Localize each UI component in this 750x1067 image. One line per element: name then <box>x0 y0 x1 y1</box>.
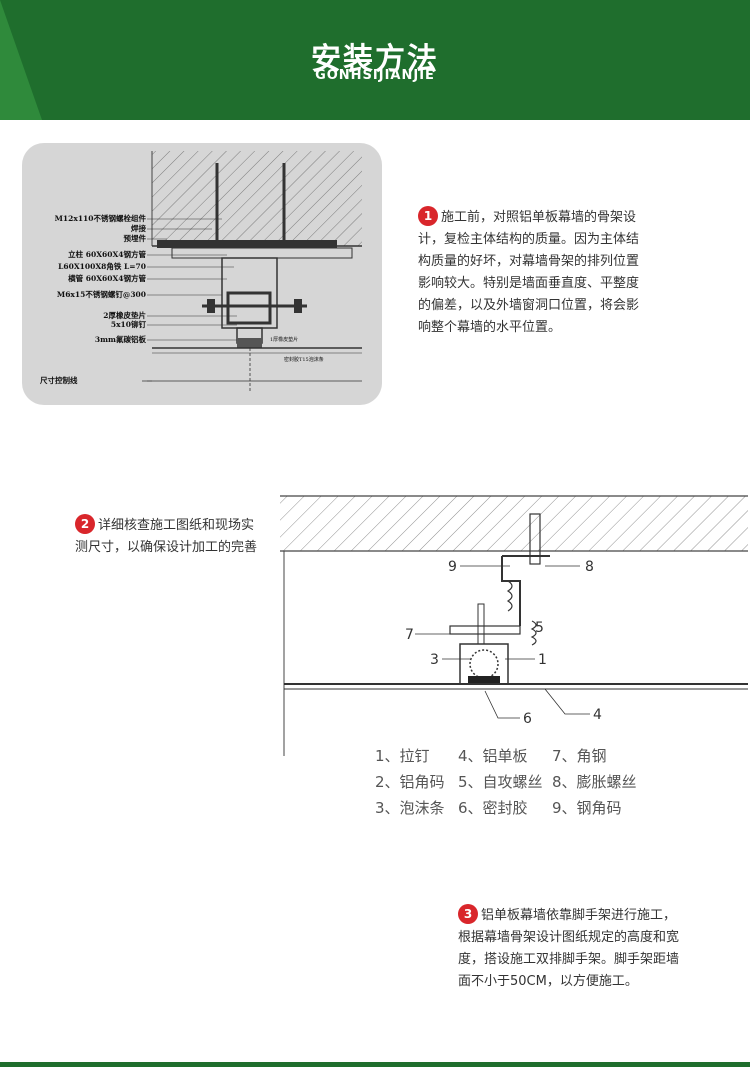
drawing1-label: 5x10铆钉 <box>111 319 147 329</box>
drawing1-label: L60X100X8角铁 L=70 <box>58 261 146 271</box>
drawing2-number: 5 <box>535 620 544 636</box>
step-line: 影响较大。特别是墙面垂直度、平整度 <box>418 276 640 291</box>
drawing2-number: 1 <box>538 652 547 668</box>
legend-item: 9、钢角码 <box>552 799 622 817</box>
drawing1-label: 立柱 60X60X4钢方管 <box>68 249 146 259</box>
footer-divider <box>0 1062 750 1067</box>
legend-item: 2、铝角码 <box>375 773 445 791</box>
page-title: 安装方法 <box>311 42 439 77</box>
header-banner: 安装方法 GONHSIJIANJIE <box>0 0 750 120</box>
legend-item: 7、角钢 <box>552 747 607 765</box>
drawing1-label: M6x15不锈钢螺钉@300 <box>57 289 146 299</box>
drawing2-number: 7 <box>405 627 414 643</box>
step-line: 施工前，对照铝单板幕墙的骨架设 <box>441 210 637 225</box>
step-line: 计，复检主体结构的质量。因为主体结 <box>418 232 640 247</box>
construction-drawing-1: M12x110不锈钢螺栓组件 焊接 预埋件 立柱 60X60X4钢方管 L60X… <box>22 143 382 405</box>
step-line: 度，搭设施工双排脚手架。脚手架距墙 <box>458 952 680 967</box>
drawing1-label: 2厚橡皮垫片 <box>103 310 146 320</box>
step-line: 构质量的好坏，对幕墙骨架的排列位置 <box>418 254 640 269</box>
drawing1-label: 横管 60X60X4钢方管 <box>68 273 146 283</box>
step-line: 铝单板幕墙依靠脚手架进行施工， <box>481 908 677 923</box>
drawing2-number: 9 <box>448 559 457 575</box>
step-badge: 3 <box>458 904 478 924</box>
step-badge: 2 <box>75 514 95 534</box>
legend-item: 4、铝单板 <box>458 747 528 765</box>
step-badge: 1 <box>418 206 438 226</box>
drawing2-number: 6 <box>523 711 532 727</box>
legend-item: 5、自攻螺丝 <box>458 773 543 791</box>
drawing2-number: 3 <box>430 652 439 668</box>
drawing2-number: 8 <box>585 559 594 575</box>
drawing1-label: M12x110不锈钢螺栓组件 <box>55 213 147 223</box>
legend-item: 8、膨胀螺丝 <box>552 773 637 791</box>
drawing1-note: 1厚橡皮垫片 <box>270 336 298 343</box>
drawing1-label: 预埋件 <box>124 233 147 243</box>
step-line: 面不小于50CM，以方便施工。 <box>458 974 638 989</box>
step-line: 的偏差，以及外墙窗洞口位置，将会影 <box>418 298 640 313</box>
legend-item: 6、密封胶 <box>458 799 528 817</box>
step-line: 根据幕墙骨架设计图纸规定的高度和宽 <box>458 930 680 945</box>
legend-item: 3、泡沫条 <box>375 799 445 817</box>
step-line: 响整个幕墙的水平位置。 <box>418 320 562 335</box>
page-subtitle: GONHSIJIANJIE <box>315 68 435 83</box>
step-line: 测尺寸，以确保设计加工的完善 <box>75 540 258 555</box>
drawing1-label: 3mm氟碳铝板 <box>95 334 147 344</box>
legend-item: 1、拉钉 <box>375 747 430 765</box>
drawing2-number: 4 <box>593 707 602 723</box>
drawing1-label: 焊接 <box>131 223 146 233</box>
step-line: 详细核查施工图纸和现场实 <box>98 518 255 533</box>
drawing1-note: 密封胶T15泡沫条 <box>284 356 324 363</box>
construction-drawing-2: 9 8 7 5 3 1 6 4 1、拉钉 4、铝单板 7、角钢 2、铝角码 5、… <box>280 495 748 817</box>
drawing1-label: 尺寸控制线 <box>40 375 78 385</box>
